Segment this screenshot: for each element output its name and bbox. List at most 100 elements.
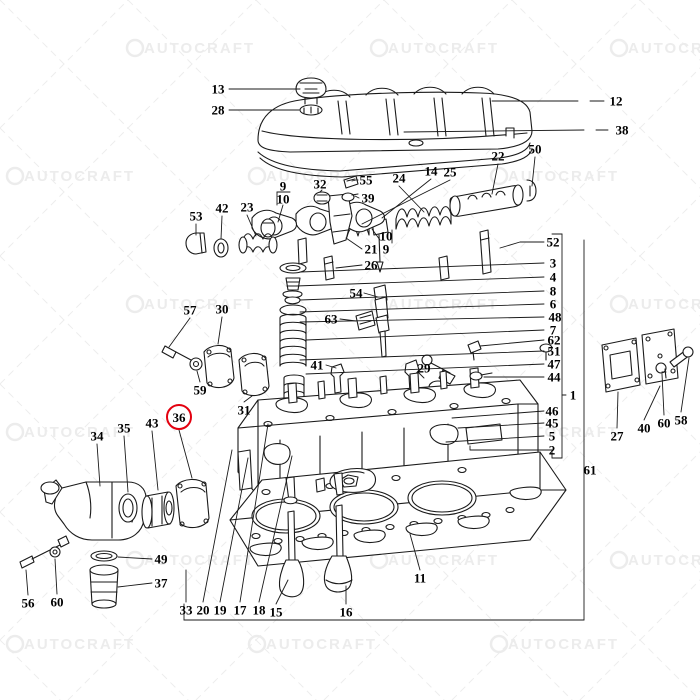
circle-logo-icon (125, 38, 145, 58)
part-rocker-shaft-assembly (251, 175, 537, 281)
callout-number: 10 (276, 191, 290, 207)
leader-lines (25, 88, 690, 621)
callout-number-highlighted: 36 (166, 404, 192, 430)
circle-logo-icon (609, 550, 629, 570)
callout-number: 60 (50, 594, 64, 610)
watermark-text: AUTOCRAFT (144, 40, 255, 57)
callout-number: 42 (215, 200, 229, 216)
circle-logo-icon (5, 634, 25, 654)
circle-logo-icon (5, 166, 25, 186)
callout-number: 37 (154, 575, 168, 591)
callout-number: 43 (145, 415, 159, 431)
watermark-text: AUTOCRAFT (144, 552, 255, 569)
circle-logo-icon (247, 634, 267, 654)
watermark-text: AUTOCRAFT (388, 40, 499, 57)
circle-logo-icon (369, 38, 389, 58)
callout-number: 35 (117, 420, 131, 436)
callout-number: 11 (413, 570, 427, 586)
watermark-text: AUTOCRAFT (628, 296, 700, 313)
callout-number: 56 (21, 595, 35, 611)
watermark-autocraft: AUTOCRAFT (489, 166, 617, 186)
watermark-text: AUTOCRAFT (388, 296, 499, 313)
callout-number: 49 (154, 551, 168, 567)
callout-number: 53 (189, 208, 203, 224)
callout-number: 57 (183, 302, 197, 318)
callout-number: 31 (237, 402, 251, 418)
callout-number: 50 (528, 141, 542, 157)
callout-number: 45 (545, 415, 559, 431)
callout-number: 9 (279, 178, 287, 194)
callout-number: 18 (252, 602, 266, 618)
callout-number: 61 (583, 462, 597, 478)
callout-number: 60 (657, 415, 671, 431)
watermark-text: AUTOCRAFT (144, 296, 255, 313)
watermark-autocraft: AUTOCRAFT (609, 294, 700, 314)
callout-number: 12 (609, 93, 623, 109)
watermark-text: AUTOCRAFT (24, 636, 135, 653)
part-valve-cover (257, 77, 533, 153)
callout-number: 62 (547, 332, 561, 348)
circle-logo-icon (609, 294, 629, 314)
callout-number: 1 (569, 387, 577, 403)
watermark-text: AUTOCRAFT (508, 636, 619, 653)
callout-number: 20 (196, 602, 210, 618)
watermark-autocraft: AUTOCRAFT (247, 634, 377, 654)
callout-number: 59 (193, 382, 207, 398)
callout-number: 28 (211, 102, 225, 118)
callout-number: 48 (548, 309, 562, 325)
circle-logo-icon (609, 38, 629, 58)
circle-logo-icon (125, 550, 145, 570)
watermark-autocraft: AUTOCRAFT (609, 550, 700, 570)
watermark-text: AUTOCRAFT (24, 424, 135, 441)
callout-number: 54 (349, 285, 363, 301)
watermark-autocraft: AUTOCRAFT (5, 166, 135, 186)
callout-number: 63 (324, 311, 338, 327)
callout-number: 29 (417, 360, 431, 376)
callout-number: 26 (364, 257, 378, 273)
callout-number: 40 (637, 420, 651, 436)
callout-number: 4 (549, 269, 557, 285)
circle-logo-icon (247, 166, 267, 186)
watermark-autocraft: AUTOCRAFT (369, 38, 499, 58)
part-side-gaskets (161, 344, 270, 397)
callout-number: 5 (548, 428, 556, 444)
watermark-autocraft: AUTOCRAFT (5, 422, 135, 442)
circle-logo-icon (489, 166, 509, 186)
callout-number: 32 (313, 176, 327, 192)
circle-logo-icon (489, 634, 509, 654)
part-valve-cover-gasket (257, 142, 533, 178)
circle-logo-icon (5, 422, 25, 442)
watermark-autocraft: AUTOCRAFT (489, 634, 619, 654)
callout-number: 47 (547, 356, 561, 372)
callout-number: 14 (424, 163, 438, 179)
watermark-text: AUTOCRAFT (24, 168, 135, 185)
callout-number: 51 (547, 343, 561, 359)
callout-number: 41 (310, 357, 324, 373)
callout-number: 52 (546, 234, 560, 250)
callout-number: 24 (392, 170, 406, 186)
callout-number: 6 (549, 296, 557, 312)
watermark-autocraft: AUTOCRAFT (5, 634, 135, 654)
callout-number: 17 (233, 602, 247, 618)
callout-number: 2 (548, 442, 556, 458)
callout-number: 3 (549, 255, 557, 271)
callout-number: 23 (240, 199, 254, 215)
callout-number: 39 (361, 190, 375, 206)
watermark-autocraft: AUTOCRAFT (125, 550, 255, 570)
callout-number: 21 (364, 241, 378, 257)
part-push-rods (297, 229, 492, 281)
watermark-autocraft: AUTOCRAFT (125, 38, 255, 58)
watermark-text: AUTOCRAFT (388, 552, 499, 569)
callout-number: 9 (382, 241, 390, 257)
callout-number: 7 (549, 322, 557, 338)
watermark-text: AUTOCRAFT (628, 552, 700, 569)
callout-number: 15 (269, 604, 283, 620)
callout-number: 8 (549, 283, 557, 299)
callout-number: 22 (491, 148, 505, 164)
part-valves (278, 472, 353, 598)
watermark-text: AUTOCRAFT (266, 636, 377, 653)
callout-number: 30 (215, 301, 229, 317)
